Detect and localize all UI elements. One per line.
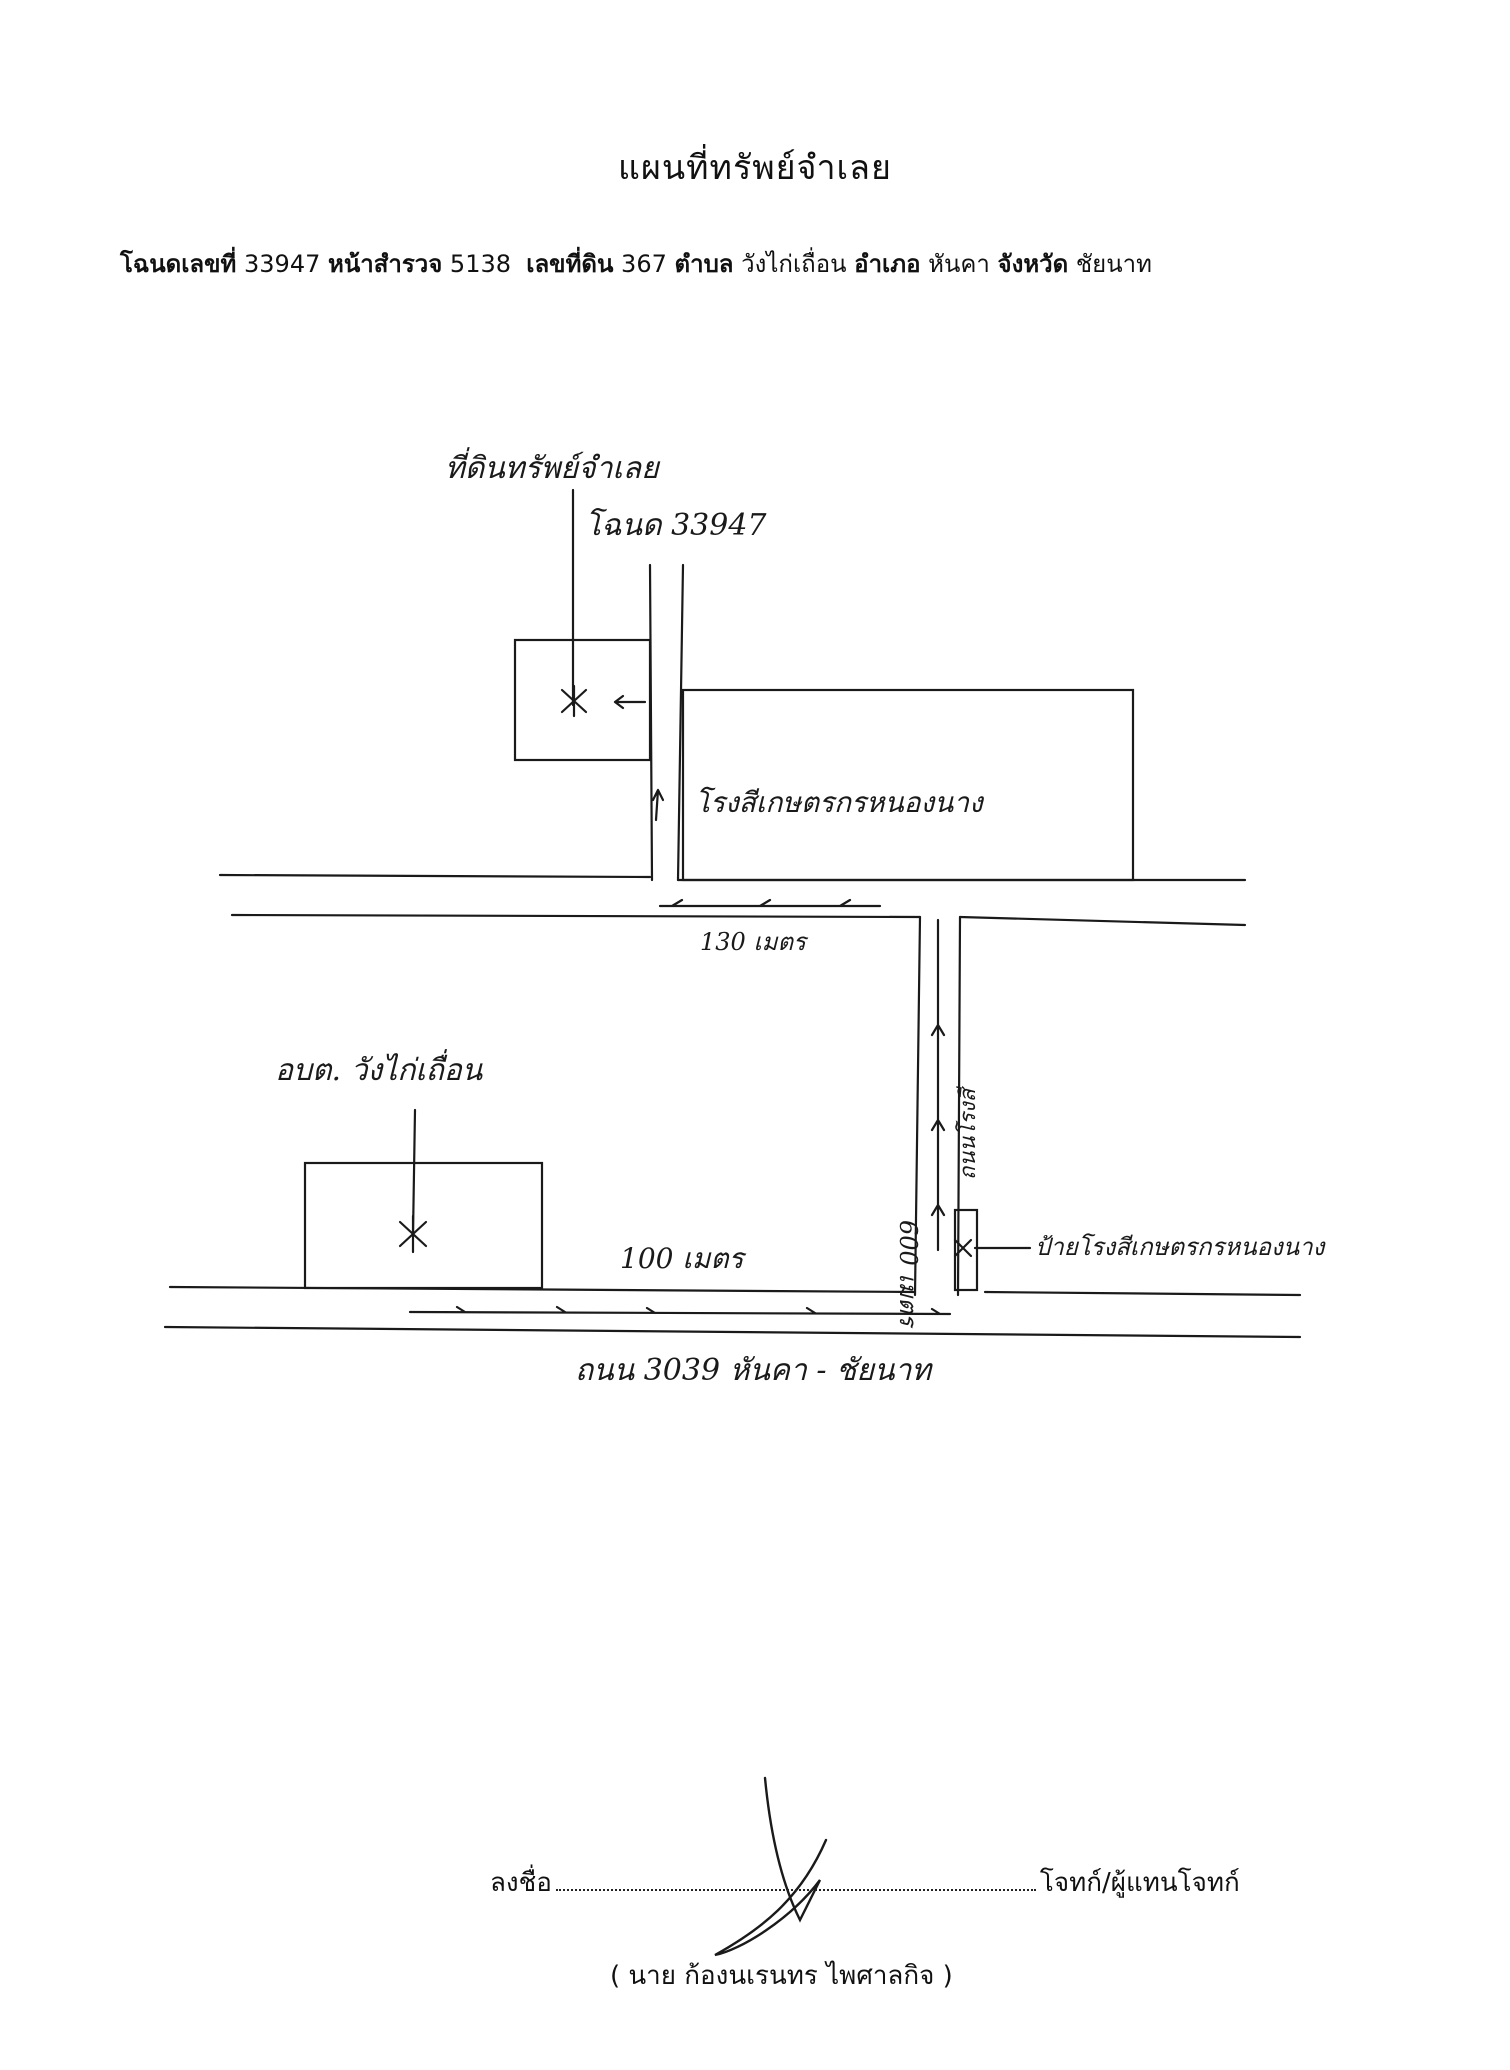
sign-label: ลงชื่อ (490, 1868, 552, 1898)
vertical-road-left-line (913, 915, 922, 1297)
factory-box (681, 688, 1135, 882)
land-label: เลขที่ดิน (526, 250, 614, 278)
deed-number: 33947 (244, 250, 321, 278)
highway-arrows (408, 1305, 952, 1316)
factory-top-label: โรงสีเกษตรกรหนองนาง (695, 786, 985, 819)
road-top-arrows (658, 898, 882, 908)
lane-arrow (651, 788, 665, 822)
highway-top-line-b (983, 1290, 1302, 1297)
sign-box (953, 1208, 979, 1292)
signature-dotted-line (555, 1867, 1036, 1891)
deed-label: โฉนดเลขที่ (120, 250, 237, 278)
province-value: ชัยนาท (1075, 250, 1152, 278)
distance-vertical-label: 600 เมตร (894, 1220, 922, 1329)
distance-top-label: 130 เมตร (700, 928, 809, 956)
school-star-icon (398, 1214, 428, 1254)
signature-line: ลงชื่อ โจทก์/ผู้แทนโจทก์ (490, 1862, 1290, 1903)
highway-top-line-a (168, 1285, 917, 1294)
land-number: 367 (621, 250, 667, 278)
survey-label: หน้าสำรวจ (328, 250, 443, 278)
highway-label: ถนน 3039 หันคา - ชัยนาท (575, 1353, 933, 1388)
deed-info-line: โฉนดเลขที่ 33947 หน้าสำรวจ 5138 เลขที่ดิ… (120, 244, 1420, 283)
signature-scribble (714, 1776, 828, 1957)
factory-sign-label: ป้ายโรงสีเกษตรกรหนองนาง (1035, 1233, 1327, 1261)
road-top-line-a (218, 873, 652, 879)
province-label: จังหวัด (997, 250, 1069, 278)
road-bottom-line-b (958, 915, 1247, 927)
role-label: โจทก์/ผู้แทนโจทก์ (1039, 1868, 1240, 1898)
vertical-road-arrows (930, 918, 946, 1252)
deed-reference-label: โฉนด 33947 (585, 507, 767, 543)
signer-name: ( นาย ก้องนเรนทร ไพศาลกิจ ) (610, 1961, 953, 1991)
subdistrict-value: วังไก่เถื่อน (741, 250, 847, 278)
vertical-road-right-line (956, 915, 962, 1297)
top-lane-right-line (676, 563, 685, 882)
sign-star-icon (953, 1238, 973, 1258)
subdistrict-label: ตำบล (674, 250, 734, 278)
document-title: แผนที่ทรัพย์จำเลย (618, 148, 892, 188)
district-label: อำเภอ (854, 250, 921, 278)
property-label: ที่ดินทรัพย์จำเลย (445, 447, 661, 486)
school-pointer-line (411, 1108, 417, 1237)
road-side-label: ถนนโรงสี (955, 1085, 981, 1180)
road-bottom-line-a (230, 913, 922, 919)
district-value: หันคา (928, 250, 990, 278)
property-arrow (613, 694, 647, 710)
school-label: อบต. วังไก่เถื่อน (275, 1049, 484, 1088)
property-star-icon (560, 684, 588, 718)
survey-number: 5138 (449, 250, 511, 278)
property-box (513, 638, 652, 762)
distance-bottom-label: 100 เมตร (620, 1242, 747, 1275)
highway-bottom-line (163, 1325, 1302, 1339)
